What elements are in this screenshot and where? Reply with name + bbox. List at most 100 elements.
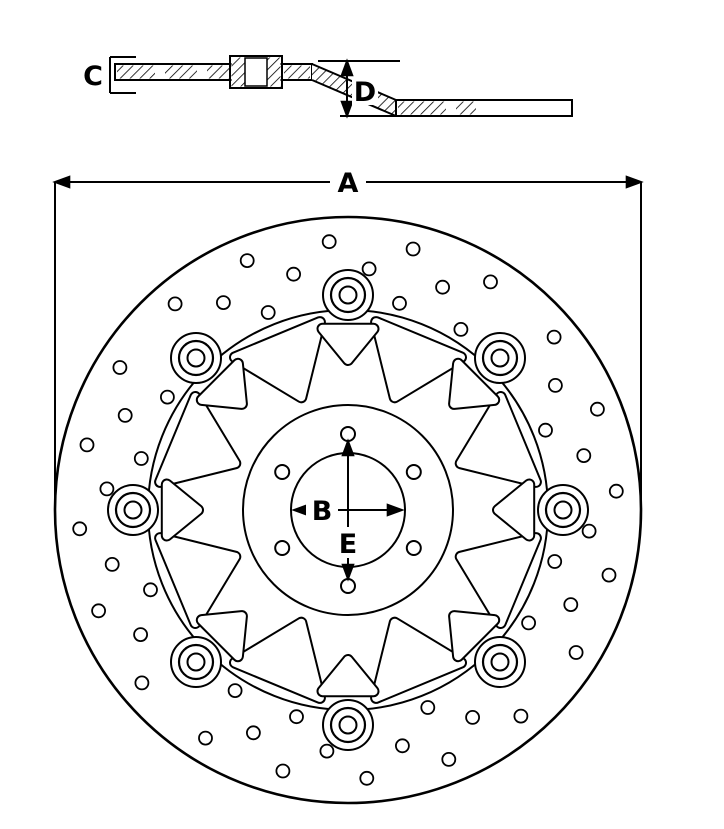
drilled-hole <box>104 557 120 572</box>
drilled-hole <box>465 710 481 725</box>
hub-bolt-hole <box>340 426 356 442</box>
front-view: A B E <box>52 168 644 805</box>
dimension-label-thickness: C <box>83 61 103 92</box>
drilled-hole <box>319 743 335 759</box>
drilled-hole <box>245 725 261 741</box>
hub-bolt-hole <box>405 464 422 480</box>
dimension-label-bolt-circle: E <box>339 529 357 560</box>
spider-opening-inner <box>456 393 540 486</box>
hub-bolt-hole <box>274 540 291 556</box>
drilled-hole <box>568 645 584 660</box>
drilled-hole <box>134 675 150 691</box>
drilled-hole <box>392 295 407 311</box>
spider-opening-inner <box>372 318 465 402</box>
drilled-hole <box>99 481 115 497</box>
spider-vent-inner <box>197 359 246 408</box>
spider-vent-inner <box>318 324 378 364</box>
section-hatch <box>284 65 310 79</box>
section-mount-bolt <box>244 57 268 87</box>
b-label-backing <box>306 494 338 525</box>
drilled-hole <box>394 738 410 754</box>
spider-opening-inner <box>231 618 324 702</box>
bobbin-center-hole <box>553 500 573 520</box>
drilled-hole <box>112 360 128 375</box>
cross-section-view: C D <box>83 55 573 119</box>
drilled-hole <box>117 407 133 423</box>
drilled-hole <box>581 523 597 539</box>
hub-outer-circle <box>242 404 454 616</box>
section-lower-band <box>395 99 573 117</box>
drilled-hole <box>405 241 421 257</box>
drilled-hole <box>521 615 536 631</box>
spider-vent-inner <box>450 359 499 408</box>
drilled-hole <box>133 627 149 642</box>
drilled-hole <box>359 770 375 786</box>
drilled-hole <box>547 554 563 569</box>
drilled-hole <box>72 521 88 537</box>
section-hatch <box>267 57 281 87</box>
drilled-hole <box>576 448 592 464</box>
section-hatch <box>231 57 245 87</box>
bobbin-center-hole <box>338 285 358 305</box>
section-hub-block <box>229 55 283 89</box>
drilled-hole <box>143 582 158 598</box>
spider-opening-inner <box>156 534 240 627</box>
hub-bolt-hole <box>340 578 356 594</box>
spider-opening-inner <box>156 393 240 486</box>
section-hatch <box>165 65 197 79</box>
drilled-hole <box>601 567 617 583</box>
drilled-hole <box>538 422 553 438</box>
drilled-hole <box>420 700 436 715</box>
hub-bolt-hole <box>405 540 422 556</box>
spider-vent-inner <box>450 612 499 661</box>
drilled-hole <box>483 274 498 290</box>
spider-vent-inner <box>162 480 202 540</box>
drilled-hole <box>546 329 562 345</box>
drilled-hole <box>91 603 106 619</box>
bobbin-center-hole <box>490 652 510 672</box>
drilled-hole <box>260 305 276 320</box>
spider-vent-inner <box>494 480 534 540</box>
spider-vent-inner <box>197 612 246 661</box>
drilled-hole <box>289 709 304 725</box>
spider-opening-inner <box>231 318 324 402</box>
drilled-hole <box>441 752 457 767</box>
drilled-holes-layer <box>72 234 624 786</box>
bobbin-center-hole <box>186 652 206 672</box>
spider-opening-inner <box>372 618 465 702</box>
bobbin-center-hole <box>490 348 510 368</box>
drilled-hole <box>590 401 605 417</box>
disc-outer-circle <box>53 215 643 805</box>
drilled-hole <box>548 377 563 393</box>
section-hatch <box>398 101 446 115</box>
bobbin-center-hole <box>123 500 143 520</box>
e-label-backing <box>334 527 363 558</box>
spider-vent-inner <box>318 656 378 696</box>
drilled-hole <box>321 234 337 250</box>
drilled-hole <box>198 730 213 746</box>
drilled-hole <box>167 296 183 312</box>
drilled-hole <box>513 708 529 724</box>
drilled-hole <box>133 451 149 466</box>
drilled-hole <box>361 261 377 277</box>
spider-openings-layer <box>154 316 542 704</box>
bobbins-layer <box>114 276 582 744</box>
drilled-hole <box>608 483 624 499</box>
drilled-hole <box>215 295 231 311</box>
drilled-hole <box>563 597 579 612</box>
drilled-hole <box>79 437 95 453</box>
spider-opening-inner <box>456 534 540 627</box>
a-label-backing <box>330 168 366 196</box>
drilled-hole <box>453 321 469 337</box>
drilled-hole <box>435 279 451 295</box>
bobbin-center-hole <box>186 348 206 368</box>
dimension-label-outer-diameter: A <box>338 168 359 199</box>
drilled-hole <box>159 389 175 405</box>
section-hatch <box>117 65 155 79</box>
drilled-hole <box>286 266 302 282</box>
d-label-backing <box>352 80 378 105</box>
section-hatch <box>207 65 229 79</box>
drilled-hole <box>227 683 243 698</box>
